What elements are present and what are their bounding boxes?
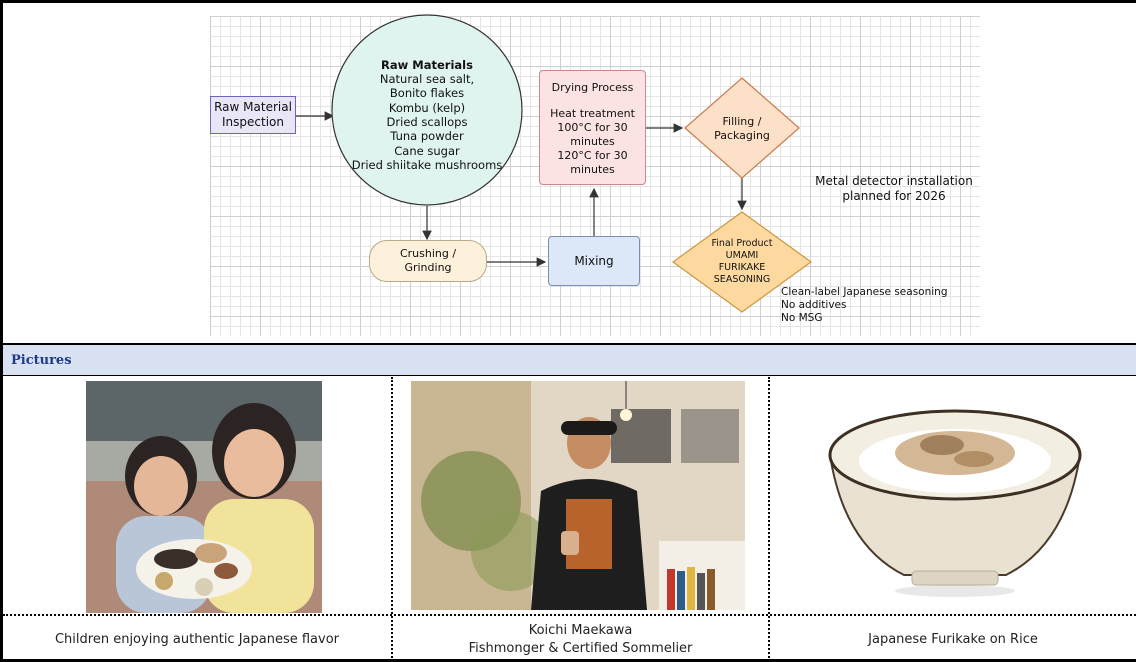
section-divider [0, 375, 1136, 376]
raw-material-item: Bonito flakes [389, 86, 465, 101]
crushing-line-1: Crushing / [399, 247, 457, 260]
filling-line-2: Packaging [714, 129, 770, 142]
caption-line: Koichi Maekawa [528, 623, 633, 638]
children-photo [86, 381, 322, 613]
raw-materials-text: Raw Materials Natural sea salt, Bonito f… [335, 54, 519, 176]
flowchart-area: Raw Material Inspection Raw Materials Na… [3, 6, 1136, 343]
crushing-grinding-box: Crushing / Grinding [369, 240, 487, 282]
raw-material-item: Natural sea salt, [379, 72, 475, 87]
clean-label-line: No additives [781, 299, 847, 311]
row-divider [3, 614, 1136, 616]
raw-materials-circle [331, 14, 523, 206]
inspection-line-1: Raw Material [214, 100, 292, 114]
raw-materials-title: Raw Materials [381, 57, 473, 72]
clean-label-line: No MSG [781, 312, 823, 324]
mixing-label: Mixing [574, 254, 614, 268]
raw-material-inspection-box: Raw Material Inspection [210, 96, 296, 134]
raw-material-item: Kombu (kelp) [388, 100, 466, 115]
pictures-section-header: Pictures [3, 345, 1136, 375]
raw-material-item: Dried shiitake mushrooms [351, 157, 503, 172]
metal-note-line-1: Metal detector installation [815, 174, 973, 188]
caption-line: Fishmonger & Certified Sommelier [468, 641, 693, 656]
section-divider [0, 343, 1136, 345]
final-line: Final Product [711, 238, 773, 249]
caption-line: Children enjoying authentic Japanese fla… [54, 632, 340, 647]
drying-process-box: Drying Process Heat treatment 100°C for … [539, 70, 646, 185]
flowchart-connectors [296, 14, 813, 313]
clean-label-note: Clean-label Japanese seasoning No additi… [781, 286, 947, 325]
drying-line: minutes [570, 135, 615, 148]
clean-label-line: Clean-label Japanese seasoning [781, 286, 948, 298]
inspection-line-2: Inspection [222, 115, 284, 129]
raw-material-item: Cane sugar [394, 143, 460, 158]
filling-packaging-label: Filling / Packaging [703, 112, 781, 146]
filling-diamond [684, 77, 800, 179]
final-product-diamond [671, 211, 813, 313]
raw-material-item: Dried scallops [386, 115, 468, 129]
drying-line: 100°C for 30 [557, 121, 628, 134]
chef-photo [411, 381, 745, 610]
raw-material-item: Tuna powder [390, 129, 464, 144]
final-line: UMAMI [725, 250, 759, 261]
cell-divider [391, 377, 393, 662]
crushing-line-2: Grinding [404, 261, 452, 274]
caption-children: Children enjoying authentic Japanese fla… [3, 618, 391, 662]
rice-bowl-photo [824, 395, 1086, 600]
drying-title: Drying Process [551, 81, 634, 94]
drying-line: Heat treatment [550, 107, 635, 120]
drying-line: 120°C for 30 [557, 149, 628, 162]
final-line: FURIKAKE [718, 262, 766, 273]
metal-note-line-2: planned for 2026 [842, 189, 946, 203]
final-line: SEASONING [713, 274, 771, 285]
metal-detector-note: Metal detector installation planned for … [809, 172, 979, 206]
filling-line-1: Filling / [722, 115, 762, 128]
caption-line: Japanese Furikake on Rice [868, 632, 1038, 647]
drying-line: minutes [570, 163, 615, 176]
caption-rice: Japanese Furikake on Rice [770, 618, 1136, 662]
mixing-box: Mixing [548, 236, 640, 286]
final-product-label: Final Product UMAMI FURIKAKE SEASONING [697, 234, 787, 290]
caption-chef: Koichi Maekawa Fishmonger & Certified So… [393, 618, 768, 662]
pictures-label: Pictures [11, 352, 72, 368]
cell-divider [768, 377, 770, 662]
